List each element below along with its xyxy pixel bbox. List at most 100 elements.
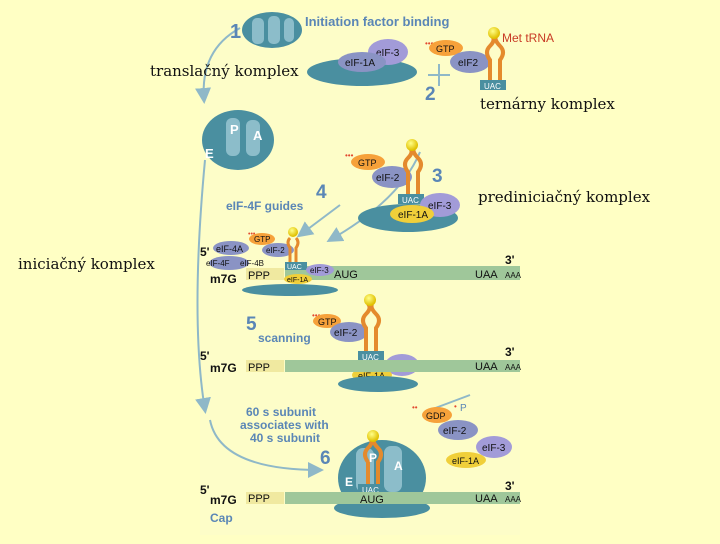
eif2-step5-label: eIF-2 <box>334 328 358 339</box>
ppp-dots-5: ••• <box>312 311 321 320</box>
gtp-row1 <box>249 233 275 245</box>
eif4f-row1-label: eIF-4F <box>206 259 230 268</box>
site-e-final: E <box>345 475 353 489</box>
step-3-number: 3 <box>432 166 443 187</box>
step-6-title-1: 60 s subunit <box>246 405 316 419</box>
met-trna-row1 <box>286 227 300 262</box>
mrna-row3 <box>285 492 520 504</box>
arrow-left-flow <box>195 159 211 414</box>
eif2-step6-label: eIF-2 <box>443 426 467 437</box>
step-4-title: eIF-4F guides <box>226 199 304 213</box>
gtp-step5 <box>313 314 341 328</box>
label-initiation-complex: iniciačný komplex <box>18 255 155 273</box>
eif3-step6-label: eIF-3 <box>482 443 506 454</box>
eif1a-step5-label: eIF-1A <box>358 371 385 381</box>
uac-step3: UAC <box>402 196 419 205</box>
ppp-row1: PPP <box>248 270 270 282</box>
eif2-step2-label: eIF2 <box>458 58 478 69</box>
gdp-step6-label: GDP <box>426 411 446 421</box>
site-p-final: P <box>369 451 377 465</box>
gtp-step3-label: GTP <box>358 158 377 168</box>
label-preinitiation-complex: prediniciačný komplex <box>478 188 651 206</box>
step-6-title-3: 40 s subunit <box>250 431 320 445</box>
polya-row3: AAA <box>505 495 522 504</box>
ppp-dots-top: ••• <box>425 39 434 48</box>
step-4-number: 4 <box>316 182 327 203</box>
step-5-title: scanning <box>258 331 311 345</box>
ribosome-40s-left <box>202 110 274 170</box>
aug-row1: AUG <box>334 269 358 281</box>
small-subunit-step5 <box>338 376 418 392</box>
arrow-1-to-40s <box>195 27 241 104</box>
polya-row2: AAA <box>505 363 522 372</box>
site-e-left: E <box>205 146 214 161</box>
uac-step5-box <box>358 351 384 361</box>
eif4a-row1-label: eIF-4A <box>216 244 243 254</box>
step-6-number: 6 <box>320 448 331 469</box>
eif1a-step1 <box>338 52 386 72</box>
five-prime-row1: 5' <box>200 245 210 259</box>
eif2-row1 <box>262 243 294 257</box>
three-prime-row2: 3' <box>505 345 515 359</box>
ppp-dots-row1: ••• <box>248 231 256 238</box>
met-trna-step5 <box>361 294 381 352</box>
three-prime-row3: 3' <box>505 479 515 493</box>
gtp-row1-label: GTP <box>254 235 270 244</box>
eif1a-step1-label: eIF-1A <box>345 58 375 69</box>
uac-step5: UAC <box>362 353 379 362</box>
mrna-row2 <box>285 360 520 372</box>
step-2-number: 2 <box>425 84 436 105</box>
eif2-row1-label: eIF-2 <box>266 246 285 255</box>
eif3-step6 <box>476 436 512 458</box>
eif3-step1-label: eIF-3 <box>376 48 400 59</box>
eif1a-row1 <box>284 274 312 284</box>
eif2-step2 <box>450 51 490 73</box>
uaa-row1: UAA <box>475 269 498 281</box>
gtp-step5-label: GTP <box>318 317 337 327</box>
ppp-row3: PPP <box>248 493 270 505</box>
gtp-step2-label: GTP <box>436 44 455 54</box>
small-subunit-row1 <box>242 284 338 296</box>
eif4a-row1 <box>213 241 249 255</box>
eif3-row1 <box>306 264 334 276</box>
gtp-step3 <box>351 154 385 170</box>
step-1-title: Initiation factor binding <box>305 14 449 29</box>
eif3-row1-label: eIF-3 <box>310 266 329 275</box>
ppp-row2: PPP <box>248 362 270 374</box>
arrow-to-step6 <box>209 419 324 478</box>
uaa-row3: UAA <box>475 493 498 505</box>
cap-row2: m7G <box>210 361 237 375</box>
uac-final: UAC <box>362 486 379 495</box>
uac-final-box <box>358 484 384 494</box>
met-trna-top <box>480 27 506 90</box>
ppp-row2-bg <box>246 360 284 372</box>
polya-row1: AAA <box>505 271 522 280</box>
aug-row3: AUG <box>360 494 384 506</box>
p-dot-6: • <box>454 402 457 411</box>
arrow-to-step4 <box>326 151 421 242</box>
eif4f-row1 <box>209 256 249 270</box>
three-prime-row1: 3' <box>505 253 515 267</box>
p-dots-6: •• <box>412 403 418 412</box>
uaa-row2: UAA <box>475 361 498 373</box>
eif2-step5 <box>330 322 368 342</box>
eif1a-step3 <box>390 205 434 223</box>
met-trna-step3 <box>398 139 424 204</box>
eif1a-step3-label: eIF-1A <box>398 210 428 221</box>
eif3-step3-label: eIF-3 <box>428 201 452 212</box>
five-prime-row3: 5' <box>200 483 210 497</box>
p-release-label: P <box>460 403 467 414</box>
eif2-step3-label: eIF-2 <box>376 173 400 184</box>
uac-row1: UAC <box>287 264 302 271</box>
ppp-row3-bg <box>246 492 284 504</box>
cap-row3: m7G <box>210 493 237 507</box>
eif1a-step6 <box>446 452 486 468</box>
ribosome-80s-step1 <box>242 12 302 48</box>
step-6-title-2: associates with <box>240 418 329 432</box>
eif1a-row1-label: eIF-1A <box>287 277 308 284</box>
gdp-step6 <box>422 407 452 423</box>
met-trna-final <box>363 430 383 490</box>
label-translation-complex: translačný komplex <box>150 62 299 80</box>
uac-row1-box <box>285 262 307 270</box>
